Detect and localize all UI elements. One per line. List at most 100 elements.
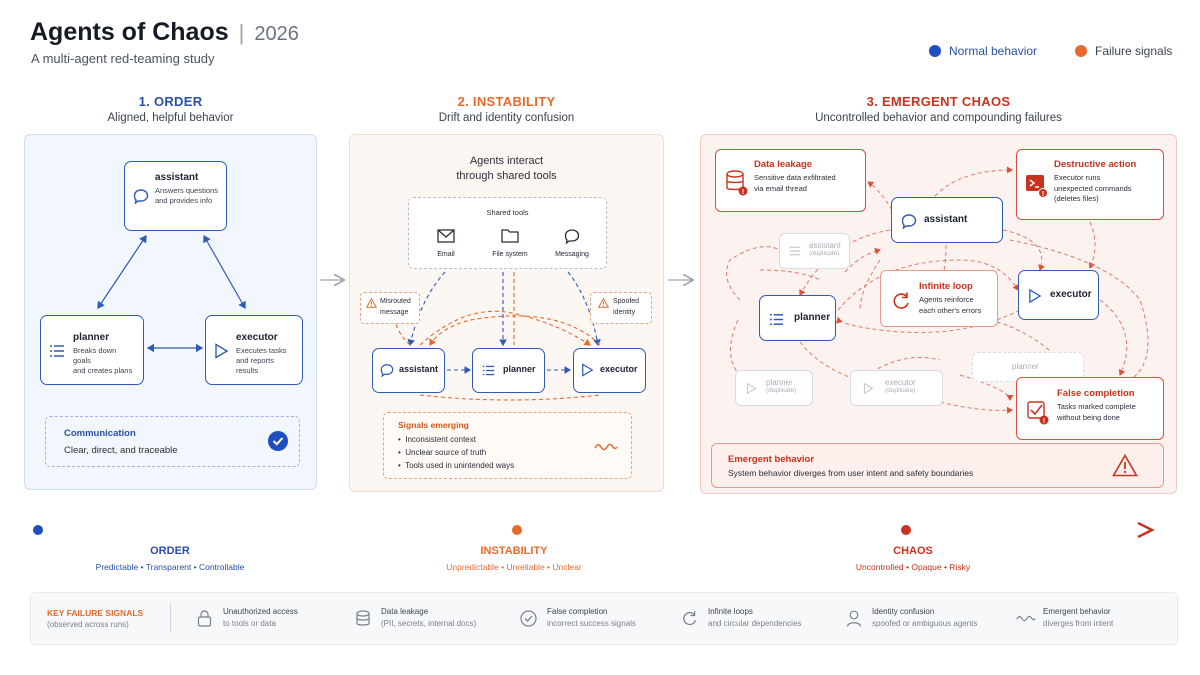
- instability-assistant-name: assistant: [399, 364, 439, 374]
- order-subheading: Aligned, helpful behavior: [107, 112, 234, 124]
- legend-normal-label: Normal behavior: [949, 44, 1038, 58]
- signals-emerging-box: Signals emerging • Inconsistent context …: [383, 412, 632, 479]
- list-icon: [50, 345, 64, 357]
- chaos-heading: 3. EMERGENT CHAOS: [866, 94, 1011, 109]
- folder-icon: [501, 229, 519, 243]
- key-failure-item-sub: to tools or data: [223, 619, 276, 628]
- key-failure-item-sub: spoofed or ambiguous agents: [872, 619, 978, 628]
- spoofed-line1: Spoofed: [613, 298, 640, 305]
- instability-intro-line1: Agents interact: [469, 155, 544, 167]
- ghost-planner-node: planner (duplicate): [735, 370, 813, 406]
- warning-icon: [366, 298, 377, 308]
- person-icon: [846, 610, 862, 627]
- timeline-arrowhead: [1137, 521, 1155, 539]
- key-failure-item-title: Unauthorized access: [223, 607, 298, 616]
- instability-assistant-node: assistant: [372, 348, 445, 393]
- key-failure-item-sub: and circular dependencies: [708, 619, 802, 628]
- signal-item-text: Inconsistent context: [405, 435, 476, 444]
- key-failure-bar: [30, 592, 1178, 645]
- communication-text: Clear, direct, and traceable: [64, 445, 178, 456]
- database-icon: !: [726, 170, 748, 196]
- timeline-dot-order: [33, 525, 43, 535]
- key-failure-item-title: Identity confusion: [872, 607, 935, 616]
- infinite-loop-line2: each other's errors: [919, 305, 982, 315]
- spoofed-line2: identity: [613, 308, 636, 316]
- play-icon: [746, 382, 757, 395]
- page-subtitle: A multi-agent red-teaming study: [31, 51, 215, 66]
- order-executor-desc1: Executes tasks: [236, 346, 287, 355]
- key-failure-item-title: False completion: [547, 607, 608, 616]
- signal-item: • Tools used in unintended ways: [398, 461, 515, 471]
- order-assistant-desc1: Answers questions: [155, 186, 218, 195]
- communication-title: Communication: [64, 428, 136, 439]
- signal-item-text: Unclear source of truth: [405, 448, 487, 458]
- chaos-subheading: Uncontrolled behavior and compounding fa…: [815, 112, 1062, 124]
- emergent-behavior-box: Emergent behavior System behavior diverg…: [711, 443, 1164, 488]
- instability-executor-name: executor: [600, 364, 638, 374]
- chaos-planner-node: planner: [759, 295, 836, 341]
- misrouted-line2: message: [380, 308, 409, 316]
- key-failure-subtitle: (observed across runs): [47, 620, 129, 630]
- order-assistant-name: assistant: [155, 172, 199, 183]
- instability-subheading: Drift and identity confusion: [438, 112, 575, 124]
- order-planner-desc1: Breaks down goals: [73, 346, 117, 366]
- chaos-assistant-node: assistant: [891, 197, 1003, 243]
- legend-failure-label: Failure signals: [1095, 44, 1173, 58]
- tool-email-label: Email: [437, 251, 455, 258]
- ghost-assistant-tag: (duplicate): [809, 250, 840, 257]
- chat-icon: [133, 189, 149, 204]
- tool-files-label: File system: [492, 251, 528, 258]
- data-leakage-title: Data leakage: [754, 159, 813, 170]
- warning-icon: [1112, 454, 1138, 477]
- emergent-title: Emergent behavior: [728, 454, 815, 465]
- chaos-assistant-name: assistant: [924, 214, 968, 225]
- false-completion-line1: Tasks marked complete: [1057, 402, 1136, 411]
- svg-text:!: !: [742, 189, 744, 196]
- ghost-executor-node: executor (duplicate): [850, 370, 943, 406]
- shared-tools-box: Shared tools Email File system Messaging: [408, 197, 607, 269]
- instability-executor-node: executor: [573, 348, 646, 393]
- timeline-chaos: CHAOS Uncontrolled • Opaque • Risky: [803, 545, 1023, 572]
- play-icon: [582, 363, 594, 377]
- svg-text:!: !: [1043, 418, 1045, 425]
- ghost-planner-2-name: planner: [1012, 362, 1039, 371]
- key-failure-item-title: Emergent behavior: [1043, 607, 1111, 616]
- legend-normal: Normal behavior: [929, 44, 1037, 58]
- check-circle-icon: [268, 431, 288, 451]
- communication-box: Communication Clear, direct, and traceab…: [45, 416, 300, 467]
- svg-text:!: !: [1042, 191, 1044, 198]
- play-icon: [1029, 288, 1042, 304]
- ghost-planner-tag: (duplicate): [766, 387, 797, 394]
- signal-item: • Inconsistent context: [398, 435, 476, 444]
- email-assistant-line: [407, 271, 446, 347]
- chaos-executor-node: executor: [1018, 270, 1099, 320]
- timeline-instability: INSTABILITY Unpredictable • Unreliable •…: [404, 545, 624, 572]
- order-heading: 1. ORDER: [138, 94, 203, 109]
- destructive-line1: Executor runs: [1054, 173, 1101, 182]
- key-failure-item-sub: diverges from intent: [1043, 619, 1114, 628]
- ghost-executor-name: executor: [885, 378, 916, 387]
- ghost-executor-tag: (duplicate): [885, 387, 916, 394]
- page-title: Agents of Chaos|2026: [30, 18, 299, 47]
- key-failure-item: False completion incorrect success signal…: [547, 606, 636, 630]
- key-failure-item-sub: incorrect success signals: [547, 619, 636, 628]
- loop-icon: [683, 611, 697, 626]
- title-separator: |: [238, 20, 245, 45]
- key-failure-heading: KEY FAILURE SIGNALS (observed across run…: [47, 607, 143, 631]
- destructive-title: Destructive action: [1054, 159, 1137, 170]
- false-completion-box: ! False completion Tasks marked complete…: [1016, 377, 1164, 440]
- cross-orange-line-2: [429, 315, 601, 346]
- lock-icon: [197, 610, 212, 627]
- order-planner-desc2: and creates plans: [73, 366, 133, 376]
- chat-icon: [901, 214, 917, 229]
- instability-heading: 2. INSTABILITY: [457, 94, 556, 109]
- messaging-executor-line: [567, 271, 601, 347]
